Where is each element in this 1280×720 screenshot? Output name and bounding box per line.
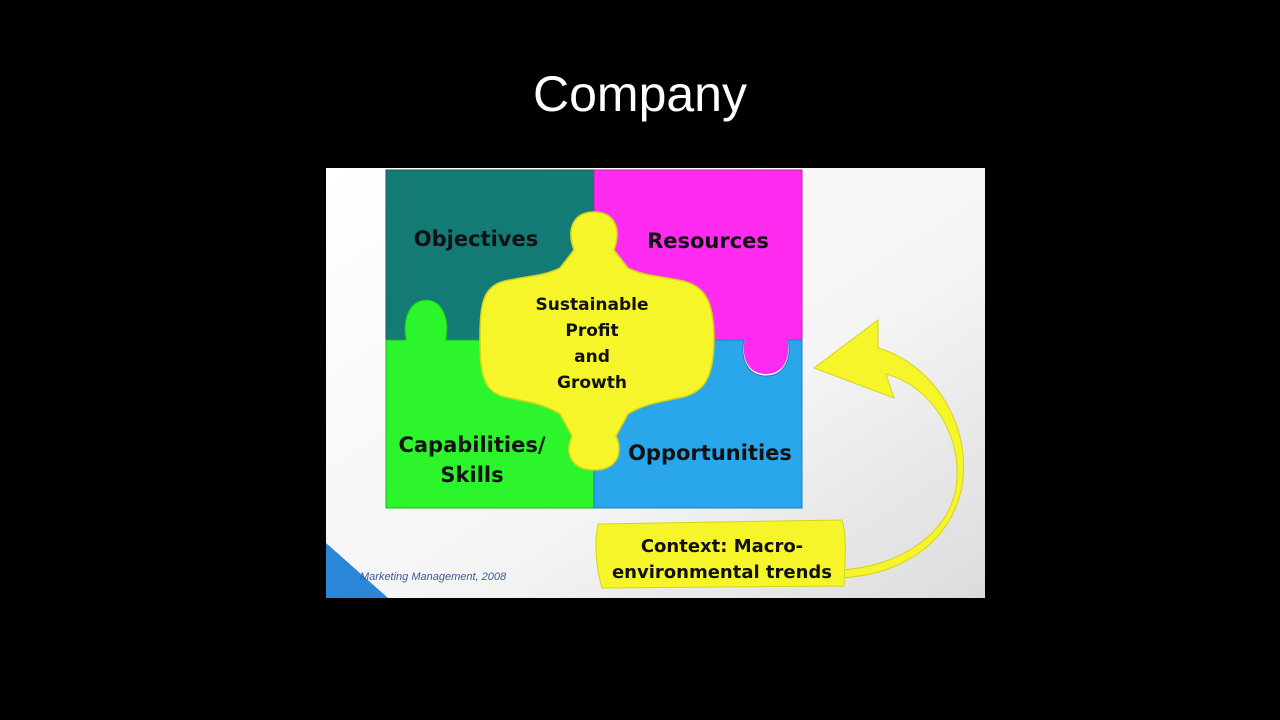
label-capabilities-line1: Capabilities/ bbox=[398, 433, 545, 457]
context-arrow bbox=[812, 319, 964, 579]
corner-accent bbox=[326, 543, 388, 598]
label-center-line3: and bbox=[574, 347, 610, 367]
label-center-line1: Sustainable bbox=[536, 295, 649, 315]
slide-title: Company bbox=[533, 66, 747, 122]
context-box bbox=[595, 519, 846, 589]
resources-knob bbox=[743, 334, 789, 374]
puzzle-diagram-svg: Objectives Resources Capabilities/ Skill… bbox=[326, 168, 985, 598]
puzzle-diagram: Objectives Resources Capabilities/ Skill… bbox=[326, 168, 985, 598]
label-center-line2: Profit bbox=[565, 321, 618, 341]
label-center-line4: Growth bbox=[557, 373, 627, 393]
piece-center bbox=[479, 211, 715, 471]
credit-text: Marketing Management, 2008 bbox=[360, 571, 507, 583]
context-line1: Context: Macro- bbox=[641, 536, 803, 557]
label-objectives: Objectives bbox=[414, 227, 538, 251]
label-opportunities: Opportunities bbox=[628, 441, 792, 465]
context-line2: environmental trends bbox=[612, 562, 832, 583]
label-resources: Resources bbox=[647, 229, 769, 253]
label-capabilities-line2: Skills bbox=[440, 463, 503, 487]
